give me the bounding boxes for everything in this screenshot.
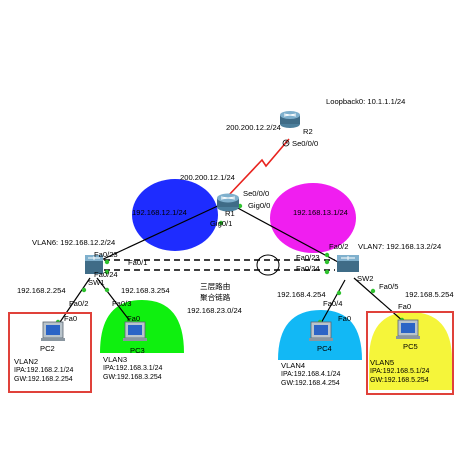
net12-label: 192.168.12.1/24	[132, 208, 187, 217]
port-marker	[324, 252, 330, 258]
pc2-gw-label: GW:192.168.2.254	[14, 376, 73, 383]
sw1-name-label: SW1	[88, 278, 105, 287]
pc4-gw-label: GW:192.168.4.254	[281, 380, 340, 387]
sw2-gw5-label: 192.168.5.254	[405, 290, 454, 299]
r1-gig00-label: Gig0/0	[248, 201, 271, 210]
router-icon[interactable]	[217, 193, 239, 212]
r1-gig01-label: Gig0/1	[210, 219, 233, 228]
net13-label: 192.168.13.1/24	[293, 208, 348, 217]
pc5-vlan-label: VLAN5	[370, 358, 395, 367]
link-sw2-pc5	[353, 277, 405, 323]
sw1-gw3-label: 192.168.3.254	[121, 286, 170, 295]
fa01-label: Fa0/1	[128, 258, 148, 267]
port-marker	[336, 290, 342, 296]
r2-serial-port-label: Se0/0/0	[292, 139, 319, 148]
pc3-name-label: PC3	[130, 346, 145, 355]
multilayer-switch-icon[interactable]	[337, 255, 359, 272]
r1-serial-ip-label: 200.200.12.1/24	[180, 173, 235, 182]
pc2-port-label: Fa0	[64, 314, 78, 323]
l3-note-line1: 三层路由	[200, 282, 231, 291]
vlan5-area-fill	[369, 312, 452, 390]
link-sw2-pc4	[319, 279, 346, 326]
etherchannel-oval	[256, 254, 280, 276]
pc2-ip-label: IPA:192.168.2.1/24	[14, 367, 74, 374]
link-r1-sw1	[96, 203, 223, 263]
port-marker	[104, 287, 110, 293]
net23-label: 192.168.23.0/24	[187, 306, 242, 315]
router-icon[interactable]	[280, 111, 300, 128]
pc-icon[interactable]	[41, 321, 65, 341]
port-marker	[324, 269, 330, 275]
pc4-ip-label: IPA:192.168.4.1/24	[281, 371, 341, 378]
pc-icon[interactable]	[123, 321, 147, 341]
link-r1-sw2	[233, 205, 339, 263]
sw2-fa023-label: Fa0/23	[296, 253, 320, 262]
port-marker	[324, 259, 330, 265]
pc5-gw-label: GW:192.168.5.254	[370, 377, 429, 384]
clock-icon	[282, 139, 290, 147]
link-sw1-pc2	[57, 277, 91, 326]
sw2-fa05-label: Fa0/5	[379, 282, 399, 291]
pc3-port-label: Fa0	[127, 314, 141, 323]
pc5-name-label: PC5	[403, 342, 418, 351]
r2-name-label: R2	[303, 127, 313, 136]
sw2-fa04-label: Fa0/4	[323, 299, 343, 308]
sw1-vlan6-label: VLAN6: 192.168.12.2/24	[32, 238, 116, 247]
pc5-ip-label: IPA:192.168.5.1/24	[370, 368, 430, 375]
sw1-fa03-label: Fa0/3	[112, 299, 132, 308]
sw2-fa02-label: Fa0/2	[329, 242, 349, 251]
r2-loopback-label: Loopback0: 10.1.1.1/24	[326, 97, 406, 106]
pc3-ip-label: IPA:192.168.3.1/24	[103, 365, 163, 372]
sw1-fa024-label: Fa0/24	[94, 270, 118, 279]
r1-name-label: R1	[225, 209, 235, 218]
pc4-vlan-label: VLAN4	[281, 361, 306, 370]
pc5-port-label: Fa0	[398, 302, 412, 311]
sw1-fa023-label: Fa0/23	[94, 250, 118, 259]
r2-serial-ip-label: 200.200.12.2/24	[226, 123, 281, 132]
port-marker	[104, 259, 110, 265]
serial-link-r1-r2	[227, 138, 290, 197]
port-marker	[370, 288, 376, 294]
pc3-gw-label: GW:192.168.3.254	[103, 374, 162, 381]
pc5-highlight-box	[366, 311, 454, 395]
sw1-gw2-label: 192.168.2.254	[17, 286, 66, 295]
port-marker	[104, 269, 110, 275]
pc-icon[interactable]	[309, 321, 333, 341]
link-sw1-pc3	[96, 277, 134, 326]
vlan6-area	[132, 179, 218, 251]
port-marker	[81, 287, 87, 293]
pc4-port-label: Fa0	[338, 314, 352, 323]
l3-note-line2: 聚合链路	[200, 293, 231, 302]
sw1-fa02-label: Fa0/2	[69, 299, 89, 308]
pc-icon[interactable]	[396, 319, 420, 339]
multilayer-switch-icon[interactable]	[85, 255, 103, 274]
pc2-vlan-label: VLAN2	[14, 357, 39, 366]
vlan7-area	[270, 183, 356, 253]
port-marker	[218, 220, 224, 226]
sw2-vlan7-label: VLAN7: 192.168.13.2/24	[358, 242, 442, 251]
pc3-vlan-label: VLAN3	[103, 355, 128, 364]
pc2-highlight-box	[8, 312, 92, 393]
sw2-name-label: SW2	[357, 274, 374, 283]
pc2-name-label: PC2	[40, 344, 55, 353]
pc4-name-label: PC4	[317, 344, 332, 353]
sw2-gw4-label: 192.168.4.254	[277, 290, 326, 299]
sw2-fa024-label: Fa0/24	[296, 264, 320, 273]
r1-serial-port-label: Se0/0/0	[243, 189, 270, 198]
